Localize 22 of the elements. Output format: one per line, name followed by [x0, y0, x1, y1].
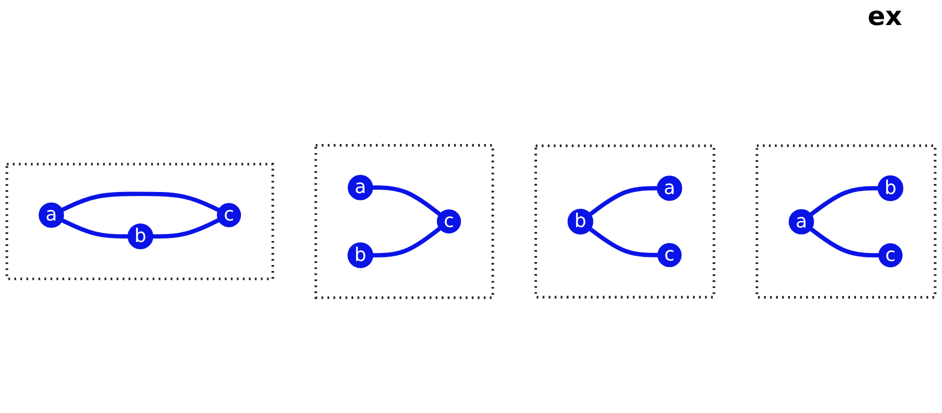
connector — [589, 227, 658, 258]
connector — [152, 218, 220, 239]
connector — [61, 192, 220, 212]
node-circle: c — [657, 242, 682, 268]
node-circle: c — [878, 243, 903, 268]
node-circle: a — [788, 209, 814, 234]
heading-text: ex — [868, 2, 902, 32]
connector — [589, 186, 658, 216]
connector — [61, 218, 128, 239]
node-circle: b — [568, 208, 594, 235]
connector — [372, 226, 442, 258]
node-circle: b — [348, 242, 374, 268]
connector — [372, 185, 442, 216]
node-circle: b — [878, 175, 904, 202]
node-circle: a — [656, 176, 682, 201]
node-circle: b — [128, 224, 154, 250]
node-circle: a — [38, 202, 64, 228]
connector — [810, 186, 878, 216]
node-circle: a — [348, 174, 374, 200]
node-circle: c — [216, 203, 242, 228]
connector — [810, 227, 879, 258]
node-circle: c — [436, 209, 461, 234]
